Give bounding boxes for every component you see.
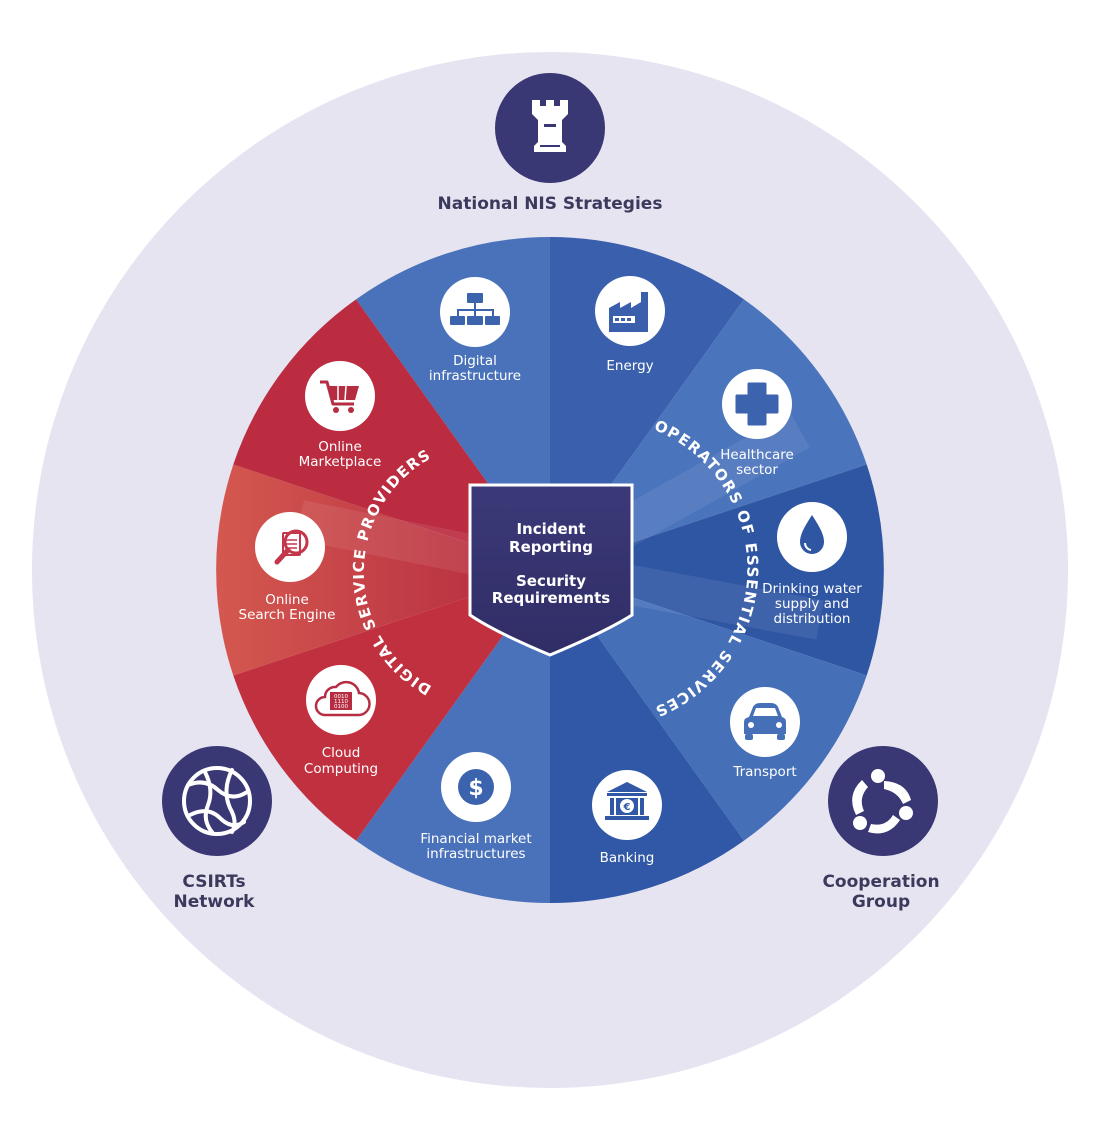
sector-energy: Energy — [595, 276, 665, 374]
castle-tower-icon — [532, 100, 568, 152]
factory-icon — [609, 292, 648, 332]
dollar-icon: $ — [458, 769, 494, 805]
security-requirements-line-1: Security — [516, 572, 586, 590]
financial-market-label-1: Financial market — [420, 831, 531, 847]
drinking-water-label-1: Drinking water — [762, 581, 862, 597]
cloud-binary-3: 0100 — [334, 704, 348, 710]
svg-text:€: € — [623, 802, 631, 813]
incident-reporting-line-2: Reporting — [509, 538, 593, 556]
cooperation-group: Cooperation Group — [822, 746, 940, 912]
cloud-binary-1: 0010 — [334, 694, 348, 700]
drinking-water-label-3: distribution — [774, 611, 851, 627]
sector-digital-infrastructure: Digital infrastructure — [429, 277, 521, 384]
cooperation-label-1: Cooperation — [822, 872, 939, 892]
shopping-cart-icon — [320, 380, 359, 413]
csirts-network: CSIRTs Network — [162, 746, 272, 912]
transport-label: Transport — [732, 764, 796, 780]
cloud-binary-2: 1110 — [334, 699, 348, 705]
sector-cloud-computing: 0010 1110 0100 Cloud Computing — [304, 665, 378, 777]
healthcare-label-2: sector — [736, 462, 778, 478]
healthcare-label-1: Healthcare — [720, 447, 794, 463]
csirts-label-1: CSIRTs — [182, 872, 245, 892]
water-drop-icon — [800, 515, 824, 554]
energy-label: Energy — [606, 358, 653, 374]
globe-network-icon — [182, 766, 252, 836]
incident-reporting-line-1: Incident — [516, 520, 585, 538]
sector-financial-market: $ Financial market infrastructures — [420, 752, 532, 862]
medical-cross-icon — [735, 382, 779, 426]
network-hierarchy-icon — [450, 293, 500, 325]
sector-online-search: Online Search Engine — [239, 512, 336, 623]
drinking-water-label-2: supply and — [775, 596, 849, 612]
online-search-label-2: Search Engine — [239, 607, 336, 623]
sector-banking: € Banking — [592, 770, 662, 866]
digital-infrastructure-label-2: infrastructure — [429, 368, 521, 384]
bank-icon: € — [605, 782, 649, 820]
security-requirements-line-2: Requirements — [492, 589, 611, 607]
search-icon — [274, 529, 309, 565]
national-nis-strategies: National NIS Strategies — [438, 73, 663, 214]
sector-drinking-water: Drinking water supply and distribution — [762, 502, 862, 627]
cooperation-people-icon — [852, 769, 913, 834]
online-marketplace-label-1: Online — [318, 439, 362, 455]
financial-market-label-2: infrastructures — [426, 846, 525, 862]
cloud-icon: 0010 1110 0100 — [314, 680, 371, 717]
center-shield: Incident Reporting Security Requirements — [468, 483, 634, 657]
online-marketplace-label-2: Marketplace — [299, 454, 382, 470]
car-icon — [744, 703, 786, 740]
national-nis-strategies-label: National NIS Strategies — [438, 194, 663, 214]
sector-online-marketplace: Online Marketplace — [299, 361, 382, 470]
csirts-label-2: Network — [174, 892, 256, 912]
sector-healthcare: Healthcare sector — [720, 369, 794, 478]
digital-infrastructure-label-1: Digital — [453, 353, 497, 369]
cooperation-label-2: Group — [852, 892, 910, 912]
svg-text:$: $ — [468, 776, 483, 801]
online-search-label-1: Online — [265, 592, 309, 608]
cloud-computing-label-1: Cloud — [322, 745, 361, 761]
banking-label: Banking — [600, 850, 655, 866]
cloud-computing-label-2: Computing — [304, 761, 378, 777]
sector-transport: Transport — [730, 687, 800, 780]
